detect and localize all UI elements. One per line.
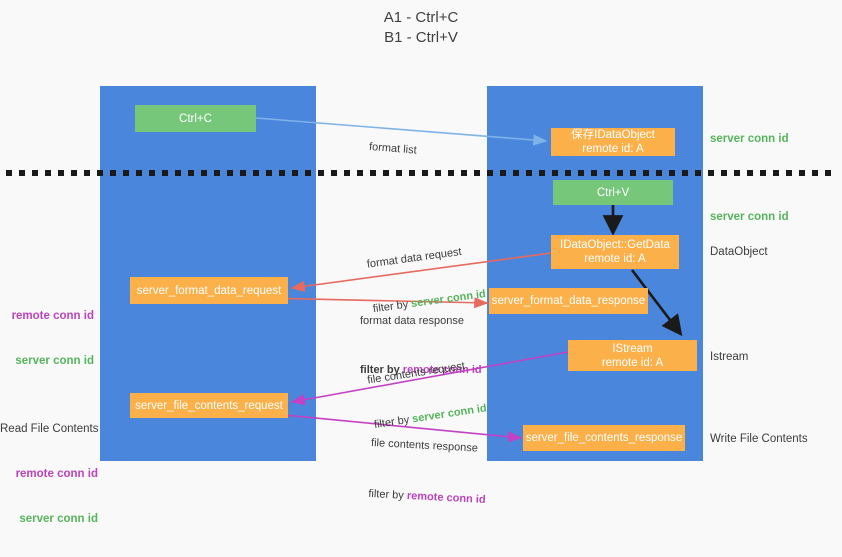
page-title: A1 - Ctrl+C B1 - Ctrl+V	[383, 9, 459, 46]
edge-label-file-contents-response: file contents response filter by remote …	[366, 406, 490, 538]
edge-label-format-data-request-line1: format data request	[366, 245, 463, 271]
left-label-format-data-remote: remote conn id	[11, 310, 94, 322]
edge-label-format-list-line1: format list	[368, 140, 418, 157]
diagram-canvas: A1 - Ctrl+C B1 - Ctrl+V A1 remote B1 con…	[0, 9, 836, 525]
ctrl-c-box[interactable]: Ctrl+C	[135, 105, 256, 132]
left-label-format-data: remote conn id server conn id	[0, 279, 94, 399]
save-idataobject-box[interactable]: 保存IDataObject remote id: A	[551, 128, 675, 156]
server-file-contents-request-box[interactable]: server_file_contents_request	[130, 393, 288, 418]
edge-label-format-data-response-line1: format data response	[360, 315, 464, 327]
server-format-data-request-box[interactable]: server_format_data_request	[130, 277, 288, 304]
edge-label-file-contents-request-line1: file contents request	[366, 360, 466, 387]
left-label-read-file-contents-server: server conn id	[19, 513, 98, 525]
server-format-data-response-box[interactable]: server_format_data_response	[489, 288, 648, 314]
edge-label-format-data-response-filter-value: remote conn id	[402, 364, 482, 376]
edge-label-file-contents-response-filter-prefix: filter by	[368, 487, 408, 502]
ctrl-v-box[interactable]: Ctrl+V	[553, 180, 673, 205]
edge-label-format-data-response-filter-prefix: filter by	[360, 364, 403, 376]
side-label-istream: Istream	[710, 351, 749, 363]
left-label-read-file-contents-heading: Read File Contents	[0, 423, 99, 435]
side-label-server-conn-id-2: server conn id	[710, 211, 789, 223]
edge-label-file-contents-response-filter: filter by remote conn id	[368, 487, 486, 508]
edge-label-file-contents-response-filter-value: remote conn id	[406, 489, 486, 507]
edge-label-format-list: format list	[366, 110, 419, 189]
left-label-read-file-contents-remote: remote conn id	[15, 468, 98, 480]
side-label-server-conn-id-1: server conn id	[710, 133, 789, 145]
server-file-contents-response-box[interactable]: server_file_contents_response	[523, 425, 685, 451]
left-label-read-file-contents: Read File Contents remote conn id server…	[0, 392, 98, 557]
side-label-dataobject: DataObject	[710, 246, 768, 258]
istream-box[interactable]: IStream remote id: A	[568, 340, 697, 371]
left-label-format-data-server: server conn id	[15, 355, 94, 367]
edge-label-format-data-response-filter: filter by remote conn id	[360, 363, 482, 378]
side-label-write-file-contents: Write File Contents	[710, 433, 808, 445]
edge-label-file-contents-response-line1: file contents response	[370, 436, 479, 455]
edge-label-format-data-response: format data response filter by remote co…	[360, 284, 482, 408]
idataobject-getdata-box[interactable]: IDataObject::GetData remote id: A	[551, 235, 679, 269]
